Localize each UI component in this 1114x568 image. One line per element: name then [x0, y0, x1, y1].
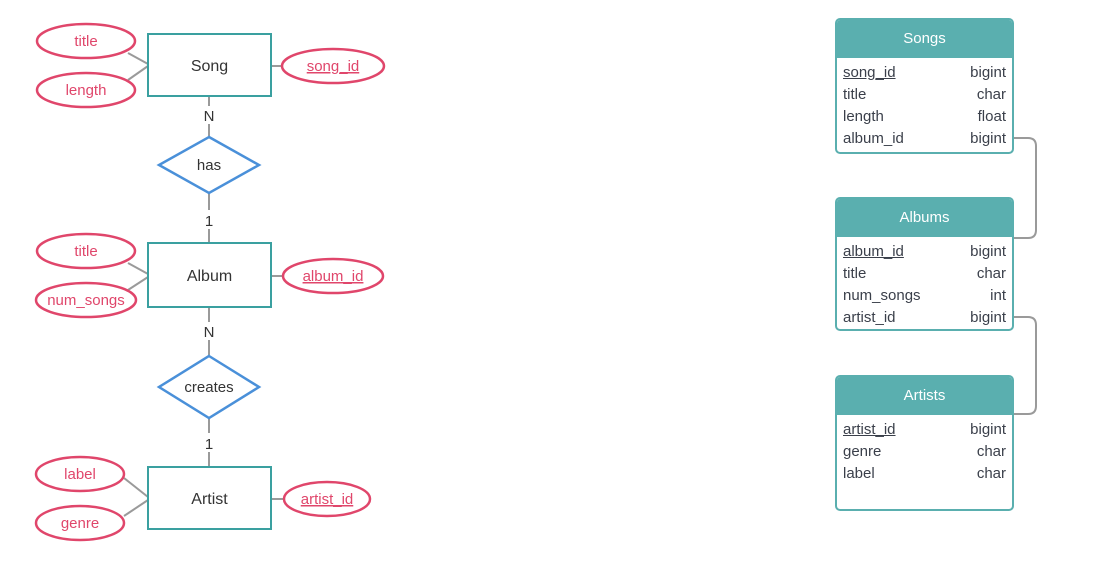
table-row: artist_id bigint — [843, 307, 1006, 329]
key-attribute-song-label: song_id — [307, 58, 360, 75]
column-type: bigint — [970, 64, 1006, 81]
column-name: artist_id — [843, 309, 896, 326]
table-row: artist_id bigint — [843, 419, 1006, 441]
column-name: album_id — [843, 130, 904, 147]
table-row: num_songs int — [843, 285, 1006, 307]
relationship-has-label: has — [197, 157, 221, 174]
table-row: genre char — [843, 441, 1006, 463]
column-name: title — [843, 86, 867, 103]
link-albums-artists — [1014, 316, 1037, 415]
entity-song-label: Song — [191, 58, 228, 75]
attribute-song-title: title — [35, 22, 137, 60]
table-row: title char — [843, 84, 1006, 106]
connector-song-length — [127, 65, 149, 81]
entity-song: Song — [147, 33, 272, 97]
column-type: bigint — [970, 421, 1006, 438]
link-songs-albums — [1014, 137, 1037, 239]
table-row: label char — [843, 463, 1006, 485]
key-attribute-album-label: album_id — [303, 268, 364, 285]
key-attribute-artist: artist_id — [282, 480, 372, 518]
column-name: artist_id — [843, 421, 896, 438]
attribute-album-numsongs: num_songs — [34, 281, 138, 319]
column-name: num_songs — [843, 287, 921, 304]
column-type: bigint — [970, 243, 1006, 260]
entity-artist: Artist — [147, 466, 272, 530]
column-name: genre — [843, 443, 882, 460]
column-type: int — [990, 287, 1006, 304]
table-row: length float — [843, 106, 1006, 128]
cardinality-creates-bottom: 1 — [205, 436, 213, 453]
key-attribute-artist-label: artist_id — [301, 491, 354, 508]
table-artists: Artists artist_id bigint genre char label c… — [835, 375, 1014, 511]
cardinality-has-top: N — [204, 108, 215, 125]
connector-album-numsongs — [127, 276, 149, 291]
table-songs-title: Songs — [837, 20, 1012, 58]
column-name: label — [843, 465, 875, 482]
column-type: char — [976, 265, 1006, 282]
connector-song-title — [127, 52, 149, 65]
column-type: bigint — [970, 130, 1006, 147]
entity-album: Album — [147, 242, 272, 308]
attribute-artist-label: label — [34, 455, 126, 493]
er-diagram: Song title length song_id N has 1 Album … — [34, 22, 386, 542]
attribute-song-title-label: title — [74, 33, 97, 50]
attribute-artist-genre: genre — [34, 504, 126, 542]
table-artists-title: Artists — [837, 377, 1012, 415]
attribute-artist-genre-label: genre — [61, 515, 99, 532]
attribute-song-length-label: length — [66, 82, 107, 99]
entity-album-label: Album — [187, 268, 232, 285]
attribute-album-title-label: title — [74, 243, 97, 260]
cardinality-creates-top: N — [204, 324, 215, 341]
attribute-album-title: title — [35, 232, 137, 270]
column-type: char — [976, 465, 1006, 482]
relationship-creates: creates — [156, 354, 262, 420]
column-type: float — [977, 108, 1006, 125]
table-row: title char — [843, 263, 1006, 285]
column-name: length — [843, 108, 884, 125]
attribute-artist-label-label: label — [64, 466, 96, 483]
attribute-album-numsongs-label: num_songs — [47, 292, 125, 309]
table-artists-body: artist_id bigint genre char label char — [837, 415, 1012, 485]
entity-artist-label: Artist — [191, 491, 228, 508]
key-attribute-album: album_id — [281, 257, 385, 295]
attribute-song-length: length — [35, 71, 137, 109]
relationship-has: has — [156, 135, 262, 195]
relationship-creates-label: creates — [184, 379, 233, 396]
connector-artist-label — [123, 477, 149, 498]
column-type: char — [976, 86, 1006, 103]
table-row: album_id bigint — [843, 128, 1006, 150]
table-row: album_id bigint — [843, 241, 1006, 263]
key-attribute-song: song_id — [280, 47, 386, 85]
er-connectors — [123, 52, 283, 517]
column-type: char — [976, 443, 1006, 460]
column-name: title — [843, 265, 867, 282]
table-albums-title: Albums — [837, 199, 1012, 237]
connector-artist-genre — [123, 499, 149, 517]
column-type: bigint — [970, 309, 1006, 326]
table-row: song_id bigint — [843, 62, 1006, 84]
connector-album-title — [127, 262, 149, 275]
column-name: song_id — [843, 64, 896, 81]
column-name: album_id — [843, 243, 904, 260]
cardinality-has-bottom: 1 — [205, 213, 213, 230]
